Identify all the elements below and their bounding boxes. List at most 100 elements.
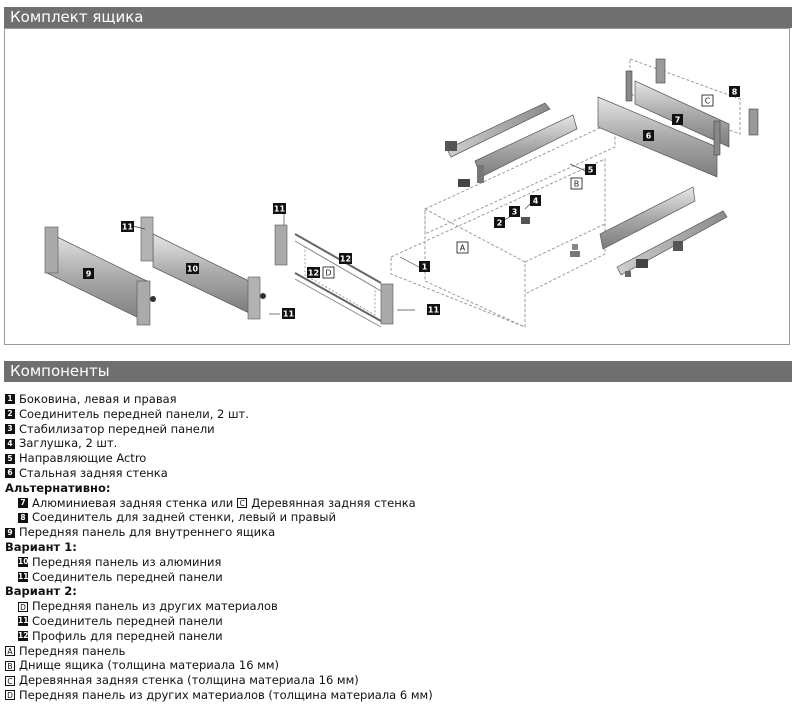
component-group-heading: Альтернативно:: [5, 480, 111, 495]
component-badge: 6: [5, 468, 15, 479]
component-label: Передняя панель из других материалов: [32, 599, 278, 614]
diagram-label-11a: 11: [121, 221, 134, 232]
component-badge: C: [5, 675, 15, 686]
component-label: Соединитель передней панели, 2 шт.: [19, 406, 249, 421]
component-badge: C: [237, 497, 248, 508]
component-badge: 1: [5, 394, 15, 405]
diagram-label-11b: 11: [273, 203, 286, 214]
svg-text:11: 11: [283, 310, 295, 319]
component-badge: 10: [18, 557, 29, 568]
component-badge: A: [5, 645, 15, 656]
component-badge: 8: [18, 512, 28, 523]
svg-text:5: 5: [588, 166, 594, 175]
svg-text:8: 8: [732, 88, 738, 97]
component-group-heading: Вариант 1:: [5, 539, 77, 554]
component-label: Соединитель передней панели: [32, 569, 223, 584]
component-label: Передняя панель для внутреннего ящика: [19, 525, 276, 540]
component-label: Стальная задняя стенка: [19, 465, 168, 480]
side-panel-left: [445, 102, 578, 187]
component-label: Днище ящика (толщина материала 16 мм): [19, 658, 280, 673]
component-label: Направляющие Actro: [19, 451, 147, 466]
component-label: Передняя панель из других материалов (то…: [19, 687, 433, 702]
svg-text:2: 2: [497, 219, 503, 228]
component-label: Профиль для передней панели: [32, 628, 223, 643]
diagram-label-8: 8: [729, 86, 740, 97]
component-label: Боковина, левая и правая: [19, 392, 177, 406]
diagram-label-12a: 12: [339, 253, 352, 264]
component-badge: 9: [5, 527, 15, 538]
front-panel-9: [44, 226, 156, 326]
svg-text:11: 11: [274, 205, 286, 214]
svg-text:4: 4: [533, 197, 539, 206]
component-label: Заглушка, 2 шт.: [19, 436, 118, 451]
svg-text:10: 10: [187, 265, 199, 274]
svg-text:6: 6: [646, 132, 652, 141]
diagram-label-A: A: [456, 241, 469, 254]
component-item: D Передняя панель из других материалов: [5, 599, 790, 614]
front-profile-12: [274, 224, 394, 328]
component-item: 1 Боковина, левая и правая: [5, 392, 790, 407]
component-label: Передняя панель: [19, 643, 126, 658]
letter-badges: A B C D: [322, 94, 714, 279]
diagram-label-11c: 11: [282, 308, 295, 319]
svg-text:1: 1: [422, 263, 428, 272]
svg-text:11: 11: [428, 306, 440, 315]
component-group-heading: Вариант 2:: [5, 584, 77, 599]
front-panel-10: [140, 216, 266, 320]
diagram-label-9: 9: [83, 268, 94, 279]
component-item: 2 Соединитель передней панели, 2 шт.: [5, 407, 790, 422]
svg-text:11: 11: [122, 223, 134, 232]
diagram-label-1: 1: [419, 261, 430, 272]
exploded-diagram: 1 2 3 4 5 6 7 8 9 10 11 11 11 11 12 12 A…: [4, 28, 790, 345]
component-item: C Деревянная задняя стенка (толщина матер…: [5, 673, 790, 688]
component-badge: 2: [5, 409, 15, 420]
small-fittings: [510, 207, 580, 257]
diagram-label-6: 6: [643, 130, 654, 141]
diagram-label-3: 3: [509, 206, 520, 217]
component-item: 5 Направляющие Actro: [5, 451, 790, 466]
number-badges: 1 2 3 4 5 6 7 8 9 10 11 11 11 11 12 12: [83, 86, 740, 319]
component-badge: 12: [18, 631, 29, 642]
diagram-label-12b: 12: [307, 267, 320, 278]
component-label: Алюминиевая задняя стенка или: [32, 495, 234, 510]
diagram-label-2: 2: [494, 217, 505, 228]
component-badge: 11: [18, 616, 29, 627]
component-item: A Передняя панель: [5, 644, 790, 659]
component-item: 4 Заглушка, 2 шт.: [5, 436, 790, 451]
svg-text:12: 12: [308, 269, 319, 278]
component-label: Соединитель для задней стенки, левый и п…: [32, 510, 336, 525]
diagram-label-B: B: [570, 177, 583, 190]
diagram-label-D: D: [322, 266, 335, 279]
component-item: 9 Передняя панель для внутреннего ящика: [5, 525, 790, 540]
component-label: Передняя панель из алюминия: [32, 554, 222, 569]
drawer-assembly-drawing: 1 2 3 4 5 6 7 8 9 10 11 11 11 11 12 12 A…: [44, 58, 759, 328]
diagram-label-7: 7: [672, 114, 683, 125]
component-item: 8 Соединитель для задней стенки, левый и …: [5, 510, 790, 525]
component-badge: 4: [5, 438, 15, 449]
component-item: 6 Стальная задняя стенка: [5, 466, 790, 481]
component-badge: 5: [5, 453, 15, 464]
components-section-header: Компоненты: [4, 361, 792, 382]
diagram-label-11d: 11: [427, 304, 440, 315]
diagram-label-C: C: [701, 94, 714, 107]
side-panel-right: [599, 186, 728, 277]
svg-text:7: 7: [675, 116, 681, 125]
component-badge: D: [18, 601, 28, 612]
svg-text:9: 9: [86, 270, 92, 279]
diagram-label-5: 5: [585, 164, 596, 175]
component-badge: D: [5, 690, 15, 701]
component-item: D Передняя панель из других материалов (т…: [5, 688, 790, 703]
component-badge: 7: [18, 497, 28, 508]
kit-section-header: Комплект ящика: [4, 7, 792, 28]
component-label: Деревянная задняя стенка: [251, 495, 416, 510]
svg-text:12: 12: [340, 255, 351, 264]
component-label: Деревянная задняя стенка (толщина матери…: [19, 673, 359, 688]
